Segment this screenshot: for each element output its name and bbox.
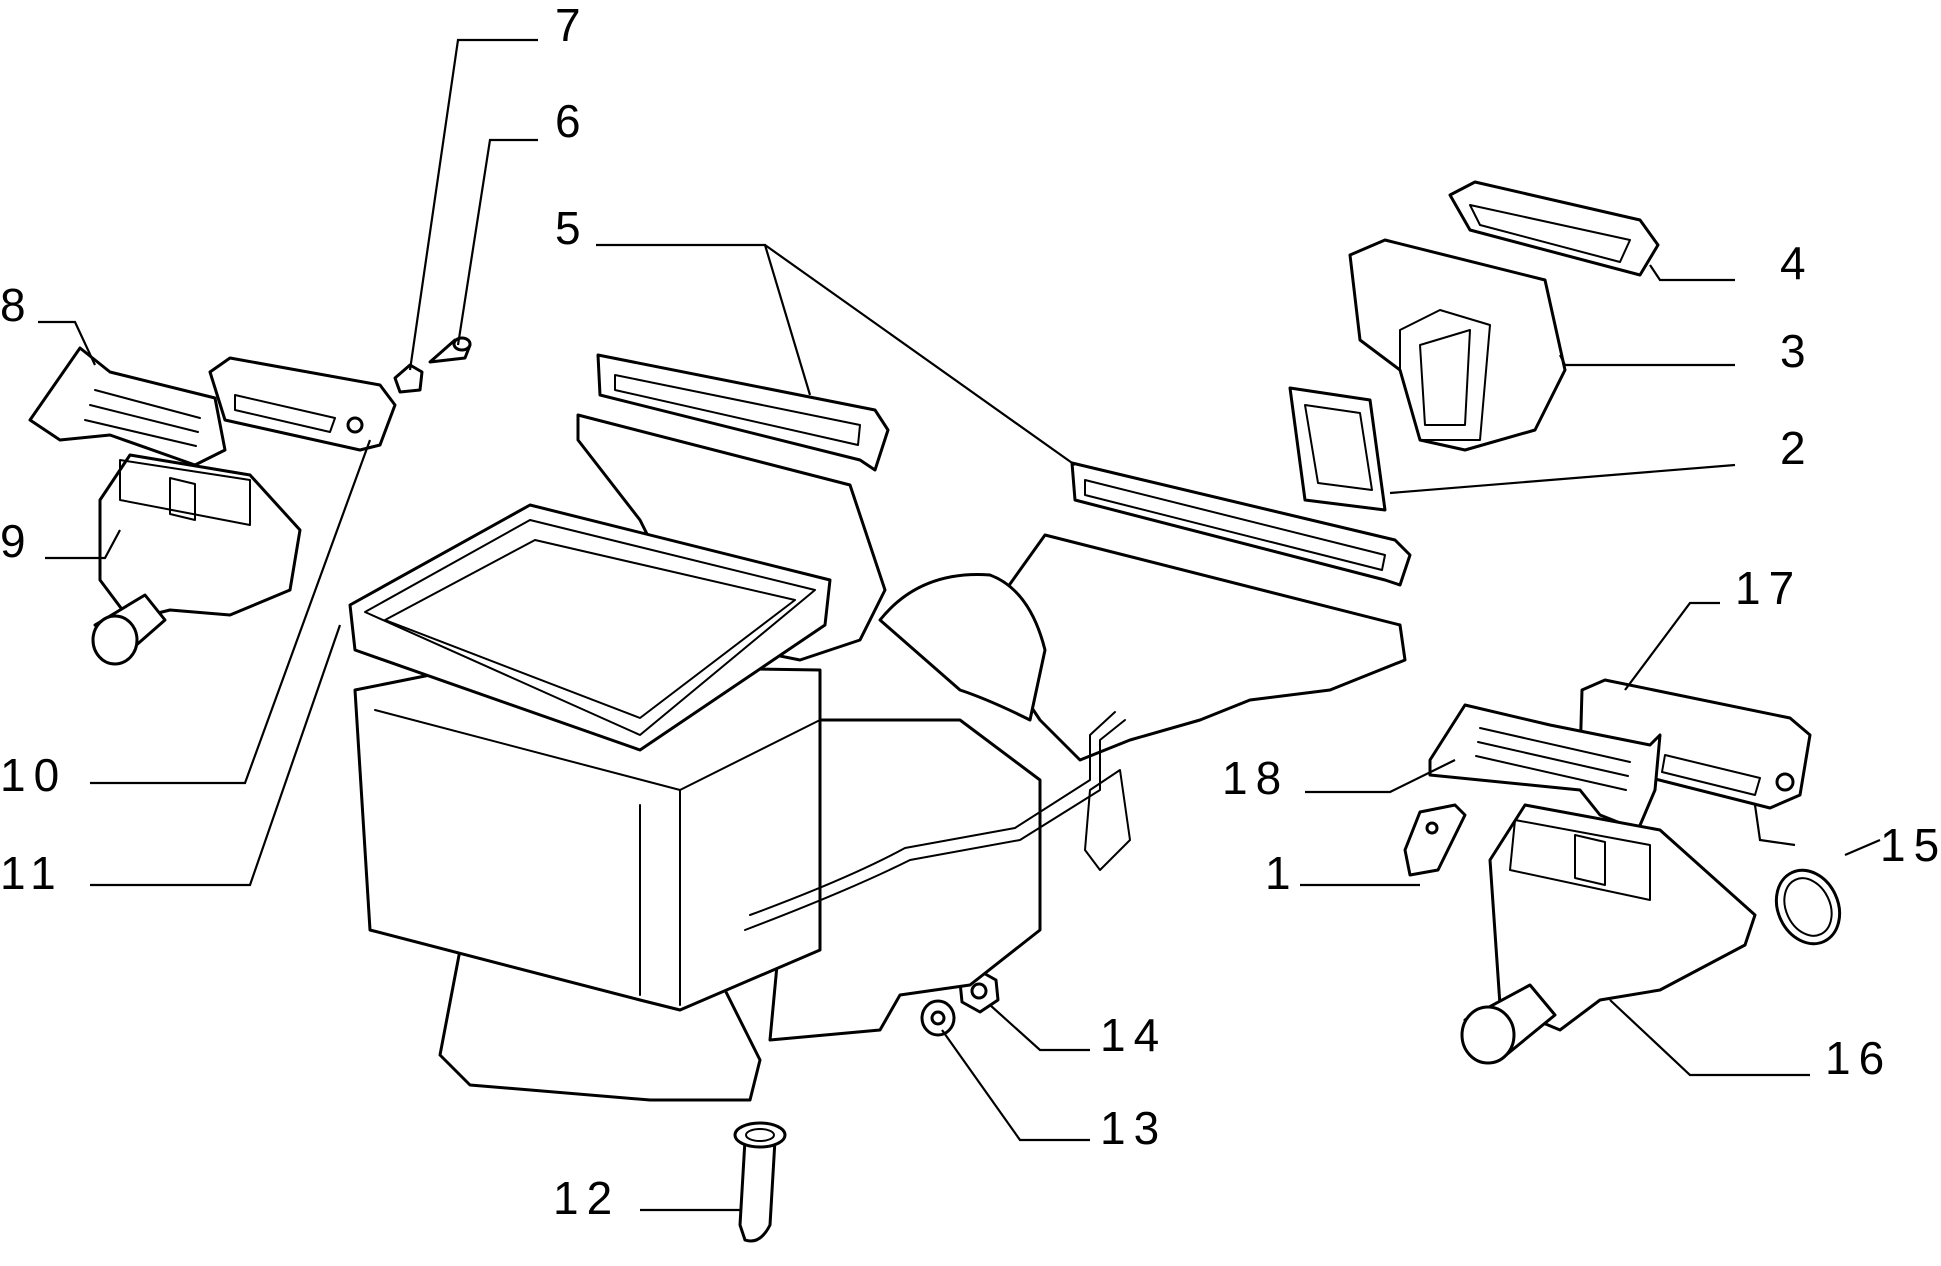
callout-9: 9 <box>0 515 34 567</box>
callout-18: 18 <box>1222 752 1290 804</box>
callout-6: 6 <box>555 95 589 147</box>
part-7-clip <box>393 363 424 394</box>
leader-18 <box>1305 759 1456 794</box>
part-13-washer <box>920 999 956 1037</box>
part-3-duct-adapter <box>1348 238 1567 452</box>
part-10-grille-housing-left <box>208 356 397 452</box>
callout-2: 2 <box>1780 422 1814 474</box>
callout-10: 10 <box>0 749 68 801</box>
callout-14: 14 <box>1100 1009 1168 1061</box>
callout-12: 12 <box>553 1172 621 1224</box>
callout-5: 5 <box>555 202 589 254</box>
part-1-fastener-clip <box>1403 803 1467 877</box>
part-18-grille-right <box>1428 703 1662 832</box>
callout-13: 13 <box>1100 1102 1168 1154</box>
leader-11 <box>90 624 342 887</box>
part-6-screw <box>428 336 472 364</box>
callout-11: 11 <box>0 847 64 899</box>
callout-4: 4 <box>1780 237 1814 289</box>
leader-2 <box>1389 463 1736 495</box>
leader-4 <box>1649 264 1735 282</box>
part-12-drain-tube <box>733 1121 787 1243</box>
part-5-duct-strip-left <box>596 353 890 472</box>
callout-17: 17 <box>1735 562 1803 614</box>
leader-9 <box>45 529 121 560</box>
part-2-small-gasket <box>1288 386 1387 512</box>
leader-lines <box>38 38 1881 1212</box>
leader-14 <box>989 1004 1090 1052</box>
callout-15: 15 <box>1880 819 1941 871</box>
leader-6 <box>456 138 538 346</box>
leader-8 <box>38 320 96 366</box>
callout-1: 1 <box>1265 847 1299 899</box>
leader-16 <box>1609 999 1810 1077</box>
leader-13 <box>941 1029 1090 1142</box>
part-4-top-gasket <box>1448 180 1660 277</box>
leader-15b <box>1753 804 1796 847</box>
callout-7: 7 <box>555 0 589 51</box>
leader-3 <box>1559 354 1735 367</box>
leader-10 <box>90 439 372 785</box>
part-8-grille-left <box>28 346 227 467</box>
part-5-duct-strip-right <box>1070 461 1412 587</box>
part-9-vent-nozzle-left <box>91 453 302 666</box>
callout-16: 16 <box>1825 1032 1893 1084</box>
callout-8: 8 <box>0 279 34 331</box>
leader-5-right <box>764 244 1076 466</box>
part-16-vent-nozzle-right <box>1460 803 1757 1065</box>
leader-7 <box>408 38 538 371</box>
leader-17 <box>1624 601 1720 691</box>
callout-3: 3 <box>1780 325 1814 377</box>
leader-15 <box>1844 838 1881 857</box>
part-11-gasket-frame <box>348 503 832 752</box>
part-15-o-ring <box>1774 868 1842 946</box>
